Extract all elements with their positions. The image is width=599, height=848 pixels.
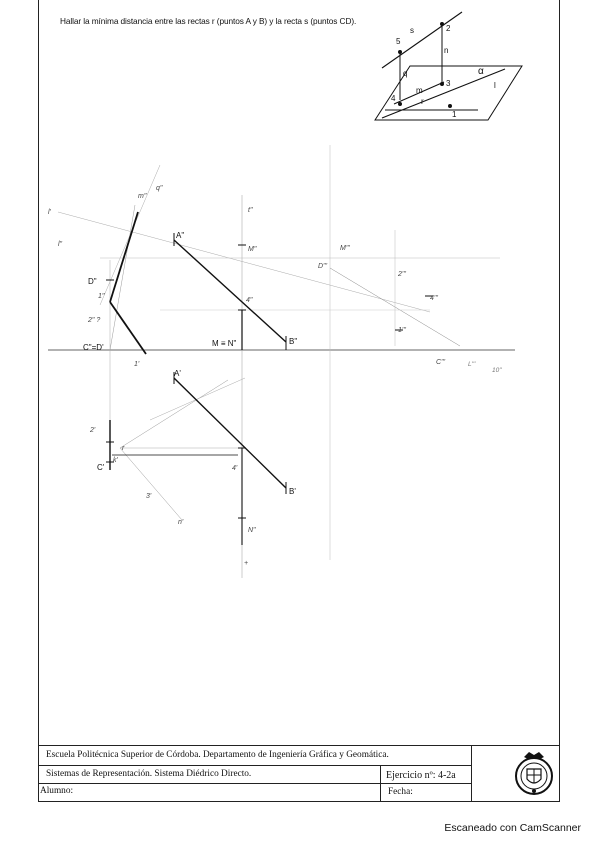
- exercise-number: Ejercicio nº: 4-2a: [386, 770, 456, 781]
- aux-line-4: [119, 379, 229, 449]
- inset-label-r: r: [421, 97, 424, 106]
- aux-line-1: [57, 211, 431, 313]
- student-field[interactable]: Alumno:: [40, 786, 74, 796]
- label-2-3: 2''': [397, 271, 407, 278]
- label-bottom-mark: +: [244, 560, 248, 567]
- aux-line-8: [109, 204, 136, 351]
- label-2-1: 2': [89, 427, 96, 434]
- label-D2: D": [88, 277, 97, 286]
- aux-line-6: [119, 447, 183, 521]
- line-m: [393, 81, 445, 105]
- line-s-vertical-projection: [109, 211, 139, 303]
- title-block: Escuela Politécnica Superior de Córdoba.…: [38, 745, 560, 802]
- label-C3: C''': [436, 359, 446, 366]
- inset-pictorial: [374, 11, 523, 121]
- inset-label-2: 2: [446, 24, 451, 33]
- label-D3: D''': [318, 263, 328, 270]
- inset-label-m: m: [416, 86, 423, 95]
- point-4: [398, 102, 402, 106]
- label-A2: A": [176, 231, 184, 240]
- label-C1: C': [97, 463, 105, 472]
- label-n1: n': [178, 519, 184, 526]
- point-3: [440, 82, 444, 86]
- institution-name: Escuela Politécnica Superior de Córdoba.…: [46, 750, 389, 760]
- inset-label-q: q: [403, 69, 407, 78]
- date-field[interactable]: Fecha:: [388, 787, 413, 797]
- point-2: [440, 22, 444, 26]
- label-1-2: 1": [98, 293, 105, 300]
- label-4-2: 4": [246, 297, 253, 304]
- label-1-1: 1': [134, 361, 140, 368]
- inset-label-4: 4: [391, 94, 396, 103]
- label-l1: l": [58, 241, 63, 248]
- label-B2: B": [289, 337, 297, 346]
- label-3-1: 3': [146, 493, 152, 500]
- inset-label-s: s: [410, 26, 414, 35]
- aux-line-5: [149, 377, 246, 421]
- label-t2: t": [248, 207, 253, 214]
- label-B1: B': [289, 487, 296, 496]
- principal-lines: [109, 211, 287, 545]
- line-s-lower: [109, 301, 147, 355]
- label-M3: M''': [340, 245, 351, 252]
- label-r1: r: [122, 445, 125, 452]
- point-marks: [106, 233, 433, 519]
- line-r-horizontal-projection: [173, 377, 287, 489]
- label-k1: k': [113, 457, 119, 464]
- label-q2: q": [156, 185, 163, 192]
- scanner-watermark: Escaneado con CamScanner: [444, 822, 581, 834]
- inset-label-3: 3: [446, 79, 451, 88]
- label-L3: L''': [468, 361, 476, 368]
- label-M2: M": [248, 246, 257, 253]
- inset-label-n: n: [444, 46, 448, 55]
- inset-labels: 5 s 2 n q m 3 4 r 1 l α: [391, 24, 496, 119]
- label-m2: m": [138, 193, 147, 200]
- subject-name: Sistemas de Representación. Sistema Diéd…: [46, 769, 252, 779]
- label-2-2: 2" ?: [87, 317, 100, 324]
- line-s: [381, 11, 463, 69]
- university-seal-icon: [515, 752, 553, 795]
- exercise-instruction: Hallar la mínima distancia entre las rec…: [60, 16, 357, 26]
- label-10: 10": [492, 367, 502, 374]
- point-5: [398, 50, 402, 54]
- inset-label-5: 5: [396, 37, 401, 46]
- label-M2N2: M ≡ N": [212, 339, 237, 348]
- point-1: [448, 104, 452, 108]
- label-A1: A': [174, 369, 181, 378]
- label-N1: N": [248, 527, 256, 534]
- label-l2: l': [48, 209, 52, 216]
- drawing-labels: A" B" C"=D' D" M ≡ N" A' B' C' M" N" 1" …: [48, 185, 502, 567]
- label-1-3: 1''': [398, 327, 407, 334]
- label-C2D2: C"=D': [83, 343, 104, 352]
- inset-label-l: l: [494, 81, 496, 90]
- inset-label-1: 1: [452, 110, 457, 119]
- label-4-3: 4''': [430, 295, 439, 302]
- inset-label-alpha: α: [478, 66, 484, 77]
- plane-alpha: [374, 65, 523, 121]
- label-4-1: 4': [232, 465, 238, 472]
- line-r-vertical-projection: [173, 239, 287, 343]
